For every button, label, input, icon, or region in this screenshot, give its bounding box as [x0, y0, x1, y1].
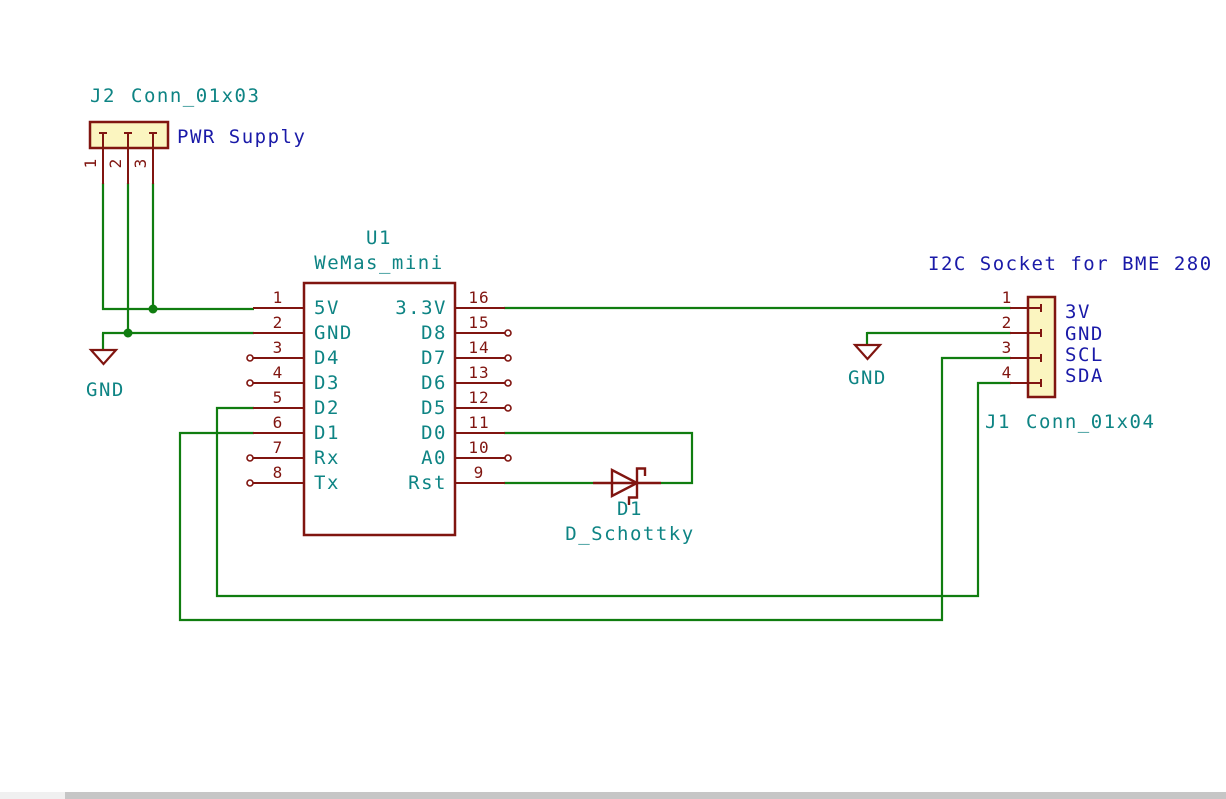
wire-d2-sda[interactable]	[215, 381, 1011, 598]
u1-pin-number: 8	[272, 463, 284, 482]
u1-pin-name: 5V	[314, 297, 340, 319]
u1-pin-name: A0	[421, 447, 447, 469]
u1-pin-number: 11	[468, 413, 490, 432]
j1-value[interactable]: Conn_01x04	[1026, 411, 1156, 433]
gnd-symbol-left[interactable]	[88, 348, 119, 366]
j2-pin1-number: 1	[81, 157, 100, 169]
j1-reference[interactable]: J1	[985, 411, 1011, 433]
u1-pin-name: D3	[314, 372, 340, 394]
j2-pin-leads[interactable]	[102, 147, 154, 184]
j2-connector-symbol[interactable]	[88, 120, 170, 184]
u1-pin-number: 2	[272, 313, 284, 332]
junction-dot-gnd	[123, 328, 133, 338]
u1-pin-name: 3.3V	[395, 297, 447, 319]
u1-pin-number: 9	[473, 463, 485, 482]
u1-pin-name: D2	[314, 397, 340, 419]
i2c-socket-label[interactable]: I2C Socket for BME 280	[928, 253, 1213, 275]
u1-pin-name: D1	[314, 422, 340, 444]
u1-pin-name: D5	[421, 397, 447, 419]
u1-pin-number: 13	[468, 363, 490, 382]
diode-anode-triangle	[610, 468, 640, 498]
u1-value[interactable]: WeMas_mini	[314, 252, 444, 274]
j1-net-label[interactable]: GND	[1065, 323, 1104, 345]
u1-pin-leads[interactable]	[253, 307, 505, 484]
d1-diode-symbol[interactable]	[593, 467, 661, 506]
u1-pin-number: 10	[468, 438, 490, 457]
u1-pin-name: D4	[314, 347, 340, 369]
horizontal-scrollbar-track[interactable]	[0, 792, 1226, 799]
j2-value[interactable]: Conn_01x03	[131, 85, 261, 107]
gnd-triangle-icon	[852, 343, 883, 361]
j1-pin-number: 3	[1001, 338, 1013, 357]
u1-pin-name: D8	[421, 322, 447, 344]
u1-pin-number: 14	[468, 338, 490, 357]
j2-pin-stubs	[99, 132, 157, 147]
u1-pin-number: 4	[272, 363, 284, 382]
junction-dot-5v	[148, 304, 158, 314]
j1-pin-leads[interactable]	[1010, 307, 1028, 384]
unconnected-pin-circles	[246, 329, 512, 487]
u1-pin-number: 1	[272, 288, 284, 307]
gnd-triangle-icon	[88, 348, 119, 366]
j1-pin-number: 4	[1001, 363, 1013, 382]
u1-pin-name: Tx	[314, 472, 340, 494]
j1-pin-number: 2	[1001, 313, 1013, 332]
d1-reference[interactable]: D1	[617, 498, 643, 520]
u1-reference[interactable]: U1	[366, 227, 392, 249]
u1-pin-number: 6	[272, 413, 284, 432]
u1-pin-number: 5	[272, 388, 284, 407]
j1-net-label[interactable]: SDA	[1065, 365, 1104, 387]
u1-pin-number: 16	[468, 288, 490, 307]
gnd-left-label[interactable]: GND	[86, 379, 125, 401]
u1-symbol[interactable]	[246, 281, 512, 537]
u1-pin-name: D6	[421, 372, 447, 394]
wires[interactable]	[101, 183, 1011, 622]
u1-pin-number: 12	[468, 388, 490, 407]
u1-pin-name: Rx	[314, 447, 340, 469]
horizontal-scrollbar-thumb[interactable]	[65, 792, 1226, 799]
wire-d1-scl[interactable]	[178, 356, 1011, 622]
j1-net-label[interactable]: 3V	[1065, 301, 1091, 323]
u1-pin-number: 15	[468, 313, 490, 332]
d1-value[interactable]: D_Schottky	[565, 523, 695, 545]
wire-diode-to-d0[interactable]	[504, 431, 694, 485]
j1-connector-symbol[interactable]	[1010, 295, 1057, 399]
u1-pin-name: Rst	[408, 472, 447, 494]
gnd-right-label[interactable]: GND	[848, 367, 887, 389]
j2-net-label[interactable]: PWR Supply	[177, 126, 307, 148]
u1-pin-number: 3	[272, 338, 284, 357]
j2-reference[interactable]: J2	[90, 85, 116, 107]
u1-pin-name: D7	[421, 347, 447, 369]
j1-pin-stubs	[1028, 304, 1042, 387]
j2-pin3-number: 3	[131, 157, 150, 169]
gnd-symbol-right[interactable]	[852, 343, 883, 361]
u1-pin-number: 7	[272, 438, 284, 457]
j1-net-label[interactable]: SCL	[1065, 344, 1104, 366]
u1-pin-name: D0	[421, 422, 447, 444]
u1-pin-name: GND	[314, 322, 353, 344]
j2-pin2-number: 2	[106, 157, 125, 169]
diode-schottky-cathode-bar	[627, 467, 647, 505]
j1-pin-number: 1	[1001, 288, 1013, 307]
